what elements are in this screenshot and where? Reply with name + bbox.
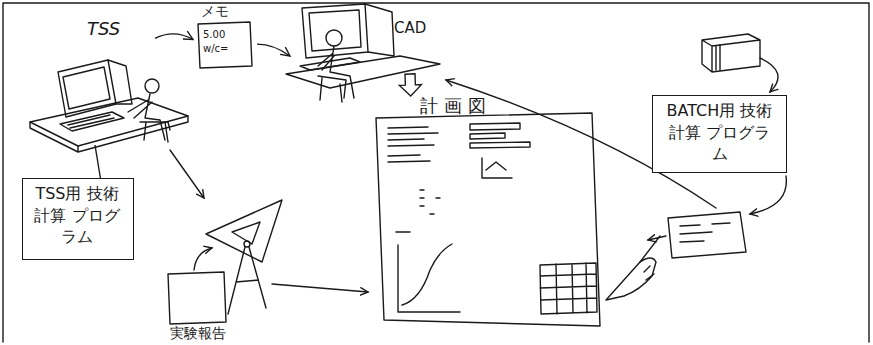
node-label: CAD [394, 18, 440, 38]
tss-terminal [30, 60, 188, 152]
node-body: 5.00 w/c= [203, 28, 243, 55]
hand-with-pen-part [640, 236, 660, 280]
card-deck [702, 34, 760, 72]
tss-terminal-part [68, 115, 114, 128]
plan-drawing-sheet-part [482, 158, 512, 178]
printout [668, 212, 746, 258]
process-box: BATCH用 技術計算 プログラム [652, 95, 787, 173]
tss-terminal-part [58, 60, 116, 117]
memo-sheet [198, 22, 252, 68]
memo-node: メモ 5.00 w/c= [193, 2, 257, 70]
node-label: TSS用 技術計算 プログラム [29, 183, 125, 248]
cad-node: CAD [290, 2, 440, 74]
card-deck-part [716, 45, 720, 70]
block-arrow [399, 74, 421, 96]
card-deck-part [702, 34, 760, 72]
connector-line [257, 44, 290, 56]
cad-workstation-part [302, 4, 368, 58]
cad-workstation-part [286, 56, 440, 88]
compass [228, 241, 266, 314]
node-label: BATCH用 技術計算 プログラム [661, 100, 778, 165]
tss-terminal-part [63, 67, 110, 109]
cad-workstation-part [365, 4, 394, 56]
node-label: 計画図 [420, 94, 530, 118]
tss-operator-part [128, 94, 165, 140]
plan-drawing-sheet-part [470, 123, 530, 148]
frame [3, 3, 869, 342]
connector [257, 44, 290, 56]
cad-operator-part [318, 76, 346, 102]
cad-workstation-part [309, 10, 361, 51]
compass-part [244, 241, 250, 247]
block-arrow-shape [399, 74, 421, 96]
illustration-part [3, 3, 869, 342]
plan-drawing-sheet-part [376, 113, 600, 326]
connector [155, 31, 193, 39]
plan-drawing-sheet-part [540, 263, 597, 314]
tss-terminal-part [108, 60, 132, 104]
frame-part [3, 3, 869, 342]
report-sheet-part [168, 272, 226, 324]
plan-drawing-node: 計画図 [372, 96, 607, 336]
node-label: メモ [201, 2, 251, 21]
connector [95, 145, 100, 178]
tss-operator-part [145, 79, 159, 93]
report-node: 実験報告 [158, 268, 238, 344]
report-sheet [168, 272, 226, 324]
flow-arrow-part [272, 284, 368, 292]
plan-drawing-sheet-part [398, 244, 460, 312]
node-label: 実験報告 [158, 324, 238, 343]
flow-arrow-part [750, 176, 786, 214]
printout-part [680, 223, 730, 242]
cad-workstation [286, 4, 440, 88]
memo-sheet-part [198, 22, 252, 68]
flow-arrow-part [760, 58, 778, 92]
tss-operator-part [140, 122, 170, 142]
terminal-node: TSS [35, 15, 155, 145]
hand-with-pen [606, 236, 660, 300]
cad-operator-part [326, 30, 342, 46]
plan-drawing-sheet [376, 113, 600, 326]
flow-arrow-part [648, 236, 666, 240]
hand-with-pen-part [606, 258, 656, 300]
flow-arrow [170, 58, 786, 292]
arrow-head [280, 47, 290, 56]
tss-terminal-part [60, 112, 124, 131]
node-label: TSS [87, 17, 151, 41]
tss-operator [128, 79, 170, 142]
printout-part [668, 212, 746, 258]
compass-part [228, 247, 266, 314]
plan-drawing-sheet-part [388, 127, 438, 162]
connector-line [155, 34, 193, 40]
arrow-head [183, 31, 193, 39]
cad-operator [318, 30, 354, 102]
plan-drawing-sheet-part [396, 190, 440, 232]
flow-arrow-part [170, 150, 204, 198]
callout-box: TSS用 技術計算 プログラム [22, 178, 134, 260]
cad-operator-part [318, 46, 354, 98]
connector-line [95, 145, 100, 178]
flow-arrow-part [194, 248, 212, 270]
